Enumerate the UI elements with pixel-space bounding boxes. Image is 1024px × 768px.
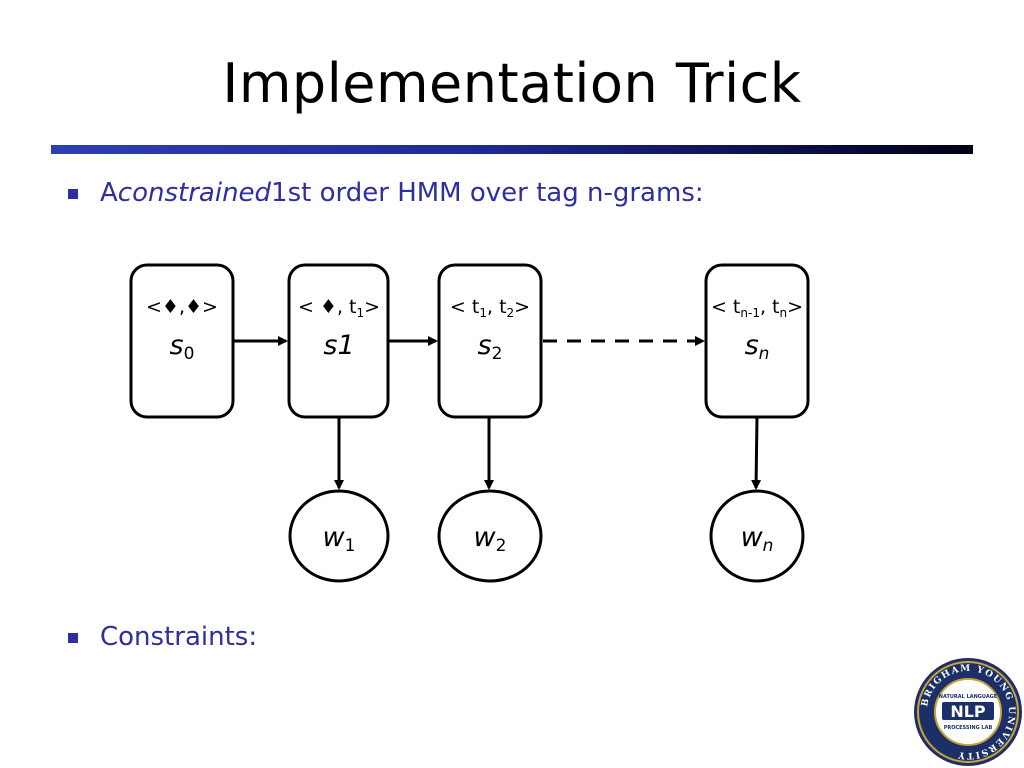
observation-circle-wn	[709, 489, 805, 583]
state-tag-s1: < ♦, t1>	[298, 296, 380, 320]
byu-nlp-lab-logo: BRIGHAM YOUNG UNIVERSITY NATURAL LANGUAG…	[914, 658, 1022, 766]
logo-top-text: NATURAL LANGUAGE	[939, 694, 998, 700]
emission-arrow-sn-wn	[751, 416, 762, 490]
state-label-sn: sn	[745, 330, 770, 364]
state-label-s0: s0	[170, 330, 195, 364]
state-tag-s0: <♦,♦>	[146, 296, 218, 318]
slide-title: Implementation Trick	[222, 52, 802, 115]
state-tag-sn: < tn-1, tn>	[711, 296, 803, 320]
bullet-constraints: Constraints:	[68, 622, 257, 652]
bullet-hmm: A constrained 1st order HMM over tag n-g…	[68, 178, 704, 208]
observation-circle-w2	[437, 489, 543, 583]
logo-bottom-text: PROCESSING LAB	[944, 725, 993, 731]
observation-label-wn: wn	[741, 522, 774, 556]
bullet-square-icon	[68, 189, 78, 199]
bullet-suffix: 1st order HMM over tag n-grams:	[271, 178, 704, 208]
logo-gold-ring	[917, 661, 1019, 763]
state-label-s1: s1	[323, 330, 354, 361]
logo-center-plate	[942, 702, 994, 720]
bullet-constraints-text: Constraints:	[100, 622, 258, 652]
observation-circle-w1	[288, 489, 390, 583]
bullet-prefix: A	[100, 178, 118, 208]
state-label-s2: s2	[478, 330, 503, 364]
observation-label-w2: w2	[474, 522, 507, 556]
title-divider	[51, 145, 973, 154]
bullet-emphasis: constrained	[117, 178, 272, 208]
observation-label-w1: w1	[323, 522, 356, 556]
bullet-square-icon	[68, 633, 78, 643]
state-tag-s2: < t1, t2>	[450, 296, 530, 320]
logo-center-text: NLP	[950, 702, 986, 721]
